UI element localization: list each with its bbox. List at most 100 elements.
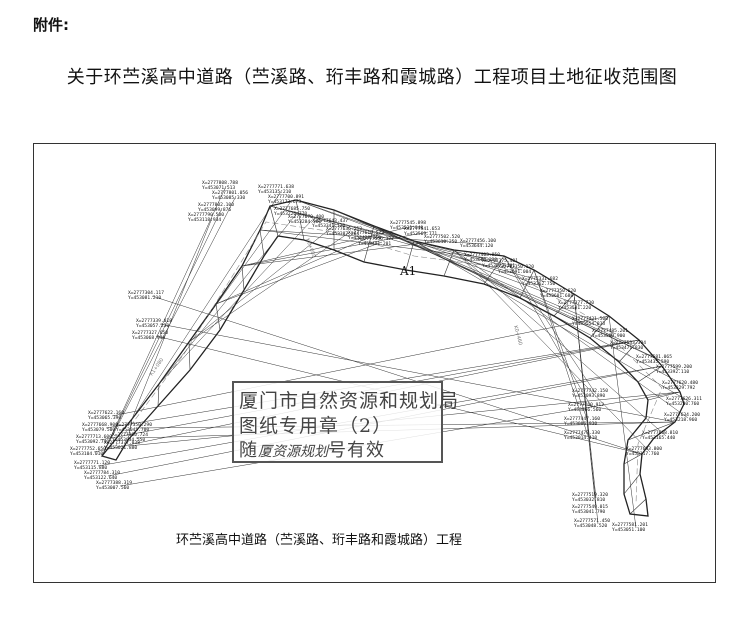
coordinate-y-label: Y=453045.700: [116, 427, 149, 433]
leader-line: [159, 323, 676, 423]
coordinate-x-label: X=2777375.481: [482, 258, 518, 264]
coordinate-y-label: Y=453051.100: [612, 527, 645, 533]
coordinate-y-label: Y=453531.840: [390, 225, 423, 231]
coordinate-x-label: X=2777622.160: [88, 410, 124, 416]
leader-line: [453, 249, 651, 453]
coordinate-y-label: Y=453329.792: [662, 385, 695, 391]
attachment-label: 附件:: [33, 16, 69, 34]
svg-text:K0+460: K0+460: [512, 325, 523, 346]
coordinate-y-label: Y=453471.830: [610, 345, 643, 351]
coordinate-y-label: Y=453085.330: [212, 195, 245, 201]
coordinate-x-label: X=2777790.500: [188, 212, 224, 218]
leader-line: [413, 240, 691, 403]
coordinate-y-label: Y=453691.004: [498, 269, 531, 275]
stamp-line-2: 图纸专用章（2）: [239, 415, 393, 437]
coordinate-x-label: X=2777478.330: [564, 430, 600, 436]
coordinate-y-label: Y=453034.550: [112, 437, 145, 443]
handwritten-signature: 厦资源规划: [258, 444, 328, 460]
coordinate-x-label: X=2777643.437: [312, 218, 348, 224]
stamp-prefix: 随: [239, 440, 258, 461]
cross-section-line: [215, 303, 221, 331]
coordinate-x-label: X=2777634.200: [664, 412, 700, 418]
road-centerline: [113, 221, 663, 505]
cross-section-line: [241, 265, 245, 291]
coordinate-x-label: X=2777360.724: [112, 432, 148, 438]
coordinate-y-label: Y=453065.390: [88, 415, 121, 421]
coordinate-x-label: X=2777771.638: [258, 184, 294, 190]
coordinate-y-label: Y=453032.810: [572, 497, 605, 503]
coordinate-x-label: X=2777599.200: [656, 364, 692, 370]
coordinate-y-label: Y=453509.900: [592, 333, 625, 339]
coordinate-x-label: X=2777519.320: [572, 492, 608, 498]
coordinate-y-label: Y=453104.010: [70, 451, 103, 457]
coordinate-y-label: Y=453092.740: [76, 439, 109, 445]
road-alignment-drawing: X=2777808.788Y=453071.513X=2777801.056Y=…: [70, 180, 702, 533]
cross-section-line: [519, 269, 535, 299]
leader-line: [101, 207, 223, 457]
coordinate-x-label: X=2777377.730: [558, 300, 594, 306]
coordinate-y-label: Y=453660.330: [464, 257, 497, 263]
coordinate-x-label: X=2777581.065: [636, 354, 672, 360]
stamp-line-1: 厦门市自然资源和规划局: [239, 390, 460, 412]
coordinate-x-label: X=2777388.319: [96, 480, 132, 486]
coordinate-y-label: Y=453610.250: [424, 239, 457, 245]
leader-line: [533, 269, 589, 423]
cross-section-line: [637, 365, 663, 383]
leader-line: [158, 199, 293, 385]
cross-section-line: [295, 199, 305, 241]
leader-line: [131, 189, 283, 420]
coordinate-x-label: X=2777620.480: [662, 380, 698, 386]
leader-line: [413, 240, 687, 387]
coordinate-x-label: X=2777447.160: [564, 416, 600, 422]
coordinate-x-label: X=2777658.810: [642, 430, 678, 436]
coordinate-y-label: Y=453387.264: [326, 231, 359, 237]
coordinate-y-label: Y=453093.890: [572, 393, 605, 399]
coordinate-x-label: X=2777771.120: [74, 460, 110, 466]
coordinate-x-label: X=2777802.100: [198, 202, 234, 208]
leader-line: [269, 205, 547, 283]
coordinate-y-label: Y=453057.230: [136, 323, 169, 329]
coordinate-y-label: Y=453392.110: [656, 369, 689, 375]
coordinate-y-label: Y=453569.771: [404, 231, 437, 237]
coordinate-labels: X=2777808.788Y=453071.513X=2777801.056Y=…: [70, 180, 702, 533]
coordinate-x-label: X=2777456.100: [460, 238, 496, 244]
coordinate-x-label: X=2777331.682: [522, 276, 558, 282]
coordinate-y-label: Y=453014.410: [564, 435, 597, 441]
coordinate-y-label: Y=453644.120: [460, 243, 493, 249]
coordinate-x-label: X=2777571.450: [574, 518, 610, 524]
cross-section-line: [101, 455, 117, 461]
cross-section-line: [623, 473, 641, 495]
road-boundary: [100, 199, 685, 517]
coordinate-x-label: X=2777760.912: [568, 402, 604, 408]
coordinate-x-label: X=2777801.056: [212, 190, 248, 196]
coordinate-y-label: Y=453068.940: [132, 335, 165, 341]
coordinate-y-label: Y=453491.201: [358, 241, 391, 247]
cross-section-line: [127, 418, 133, 441]
document-title: 关于环苎溪高中道路（苎溪路、珩丰路和霞城路）工程项目土地征收范围图: [66, 67, 678, 88]
leader-line: [215, 235, 373, 305]
leader-line: [158, 219, 313, 385]
leader-line: [259, 229, 489, 259]
coordinate-y-label: Y=453673.101: [482, 263, 515, 269]
leader-line: [215, 241, 383, 305]
leader-line: [188, 231, 351, 343]
coordinate-x-label: X=2777556.377: [358, 236, 394, 242]
coordinate-y-label: Y=453066.560: [568, 407, 601, 413]
coordinate-x-label: X=2777668.900: [82, 422, 118, 428]
coordinate-y-label: Y=453071.513: [202, 185, 235, 191]
coordinate-y-label: Y=453099.876: [198, 207, 231, 213]
coordinate-y-label: Y=453117.760: [626, 451, 659, 457]
leader-line: [158, 211, 299, 385]
leader-line: [573, 293, 599, 525]
coordinate-x-label: X=2777693.800: [626, 446, 662, 452]
coordinate-y-label: Y=453218.960: [664, 417, 697, 423]
coordinate-y-label: Y=453581.220: [558, 305, 591, 311]
approval-stamp: 厦门市自然资源和规划局 图纸专用章（2） 随厦资源规划号有效: [232, 381, 458, 463]
coordinate-x-label: X=2777581.201: [612, 522, 648, 528]
leader-line: [373, 225, 681, 371]
coordinate-y-label: Y=453165.440: [642, 435, 675, 441]
coordinate-x-label: X=2777431.500: [572, 316, 608, 322]
coordinate-x-label: X=2777350.620: [540, 288, 576, 294]
leader-line: [608, 315, 637, 529]
coordinate-x-label: X=2777742.150: [572, 388, 608, 394]
